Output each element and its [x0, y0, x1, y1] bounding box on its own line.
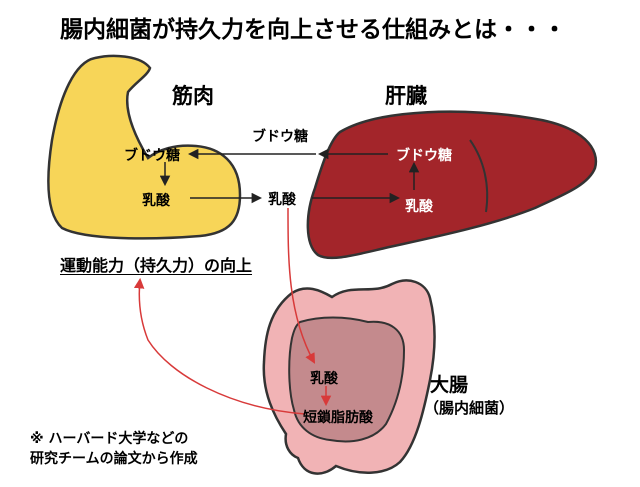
colon-scfa-label: 短鎖脂肪酸	[303, 410, 373, 426]
page-title: 腸内細菌が持久力を向上させる仕組みとは・・・	[60, 17, 566, 43]
liver-label: 肝臓	[385, 84, 427, 108]
muscle-glucose-label: ブドウ糖	[124, 148, 180, 164]
source-note-line1: ※ ハーバード大学などの	[30, 431, 189, 447]
blood-glucose-label: ブドウ糖	[252, 129, 308, 145]
muscle-shape	[47, 54, 242, 240]
source-note-line2: 研究チームの論文から作成	[30, 451, 198, 467]
arrow-red-scfa-to-effect	[133, 277, 306, 415]
liver-lobe-line	[469, 139, 489, 213]
colon-label: 大腸	[430, 374, 469, 396]
blood-lactate-label: 乳酸	[268, 192, 296, 208]
muscle-label: 筋肉	[172, 84, 214, 108]
colon-sublabel: （腸内細菌）	[424, 399, 515, 417]
colon-lactate-label: 乳酸	[310, 371, 338, 387]
colon-inner	[288, 316, 406, 443]
effect-label: 運動能力（持久力）の向上	[60, 256, 253, 275]
liver-glucose-label: ブドウ糖	[396, 148, 452, 164]
liver-shape	[306, 110, 598, 260]
arrow-red-lactate-to-colon	[287, 207, 316, 364]
muscle-lactate-label: 乳酸	[142, 193, 170, 209]
liver-lactate-label: 乳酸	[405, 199, 433, 215]
